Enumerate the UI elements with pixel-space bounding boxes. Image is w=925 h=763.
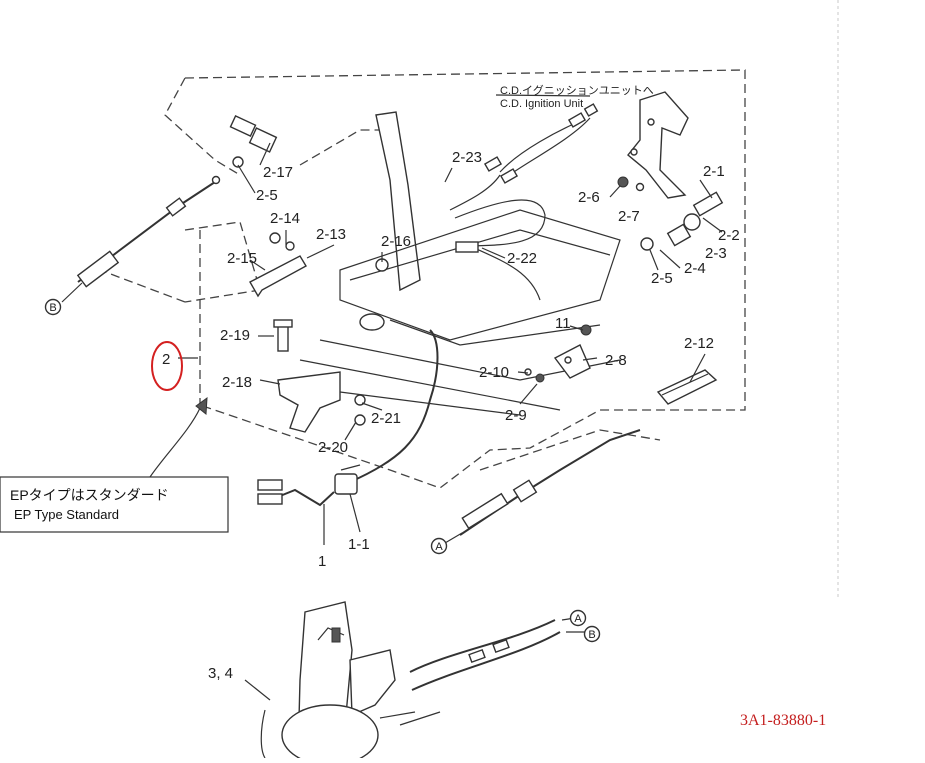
label-1: 1 — [318, 553, 326, 570]
label-2-3: 2-3 — [705, 245, 727, 262]
lower-cable-assembly — [459, 369, 718, 536]
svg-text:B: B — [49, 302, 56, 314]
callout-a-lower: A — [430, 537, 448, 555]
label-2-8: 2-8 — [605, 352, 627, 369]
label-2-5-right: 2-5 — [651, 270, 673, 287]
label-2-6: 2-6 — [578, 189, 600, 206]
label-2-14: 2-14 — [270, 210, 300, 227]
bracket-2-18 — [273, 319, 366, 433]
label-2-7: 2-7 — [618, 208, 640, 225]
highlight-circle — [151, 341, 183, 391]
ignition-note-jp: C.D.イグニッションユニットへ — [500, 83, 654, 97]
svg-text:A: A — [435, 541, 443, 553]
label-2-1: 2-1 — [703, 163, 725, 180]
svg-text:A: A — [574, 613, 582, 625]
ignition-harness — [449, 103, 599, 301]
catalog-code: 3A1-83880-1 — [740, 712, 826, 729]
label-2-2: 2-2 — [718, 227, 740, 244]
label-2-16: 2-16 — [381, 233, 411, 250]
assembly-boundary — [99, 69, 746, 489]
label-2-22: 2-22 — [507, 250, 537, 267]
label-2-18: 2-18 — [222, 374, 252, 391]
label-11: 11 — [555, 315, 571, 332]
upper-cable-assembly — [76, 114, 278, 288]
ep-note-jp: EPタイプはスタンダード — [10, 487, 169, 503]
callout-a-remote: A — [569, 609, 587, 627]
mounting-frame — [299, 111, 621, 416]
label-2-17: 2-17 — [263, 164, 293, 181]
callout-b-remote: B — [583, 625, 601, 643]
label-2-12: 2-12 — [684, 335, 714, 352]
leader-lines — [61, 94, 723, 701]
label-2-15: 2-15 — [227, 250, 257, 267]
label-3-4: 3, 4 — [208, 665, 233, 682]
main-harness — [257, 329, 439, 507]
label-2-9: 2-9 — [505, 407, 527, 424]
ep-type-note-box — [0, 396, 229, 533]
label-2-10: 2-10 — [479, 364, 509, 381]
bracket-2-15 — [249, 232, 307, 298]
label-2-23: 2-23 — [452, 149, 482, 166]
svg-text:B: B — [588, 629, 595, 641]
label-2-13: 2-13 — [316, 226, 346, 243]
label-2-20: 2-20 — [318, 439, 348, 456]
remote-control-box — [260, 601, 561, 763]
bracket-2-8 — [524, 344, 591, 383]
ignition-note-en: C.D. Ignition Unit — [500, 98, 583, 110]
label-2-21: 2-21 — [371, 410, 401, 427]
label-2-4: 2-4 — [684, 260, 706, 277]
label-2-5-left: 2-5 — [256, 187, 278, 204]
callout-b-upper: B — [44, 298, 62, 316]
ep-note-en: EP Type Standard — [14, 507, 119, 522]
throttle-arm-bracket — [617, 91, 724, 251]
label-1-1: 1-1 — [348, 536, 370, 553]
label-2: 2 — [162, 351, 170, 368]
label-2-19: 2-19 — [220, 327, 250, 344]
